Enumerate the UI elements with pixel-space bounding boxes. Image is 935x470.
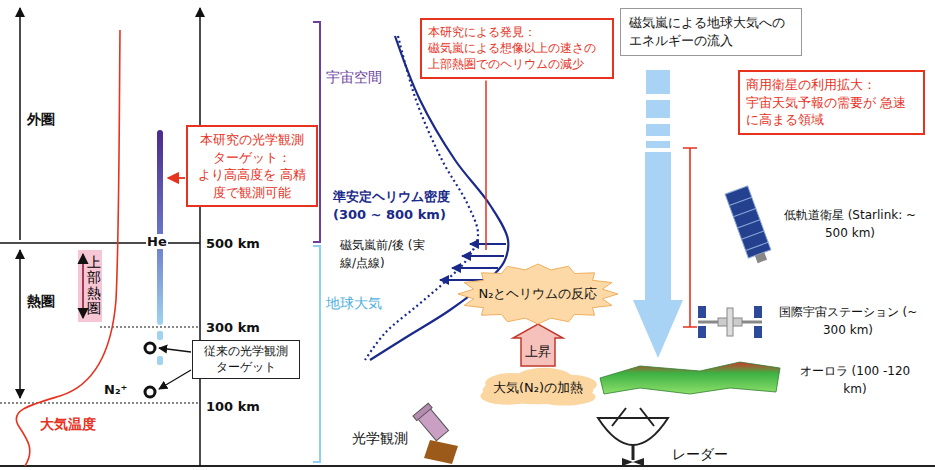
leader-arrow (159, 348, 191, 352)
altitude-line (0, 242, 200, 244)
energy-inflow-arrow-part (646, 100, 670, 118)
radar-icon-part (622, 458, 644, 466)
aurora-band (600, 362, 780, 394)
satellite-icon (725, 186, 774, 266)
telescope-icon (413, 403, 458, 464)
object-label: 国際宇宙ステーション (~ 300 km) (768, 303, 928, 339)
finding-leader (485, 81, 487, 250)
node-text: 磁気嵐による地球大気への エネルギーの流入 (629, 14, 793, 50)
energy-inflow-arrow-part (646, 124, 670, 136)
curve-legend-note: 磁気嵐前/後 (実線/点線) (340, 236, 432, 272)
temperature-label: 大気温度 (40, 416, 96, 434)
radar-icon-part (612, 408, 626, 426)
node-text: 宇宙天気予報の需要が 急速に高まる領域 (746, 94, 917, 129)
satellite-icon-part (755, 252, 767, 263)
helium-bar (157, 356, 163, 365)
altitude-label: 500 km (206, 236, 260, 251)
iss-icon (698, 306, 762, 338)
node-text: 大気(N₂)の加熱 (493, 379, 583, 397)
research-target-box: 本研究の光学観測 ターゲット：より高高度を 高精度で観測可能 (186, 125, 318, 207)
radar-icon-part (632, 444, 635, 460)
iss-icon-part (727, 308, 733, 336)
decrease-arrow (470, 243, 506, 245)
energy-inflow-arrow-part (646, 141, 670, 148)
iss-icon-part (698, 326, 706, 338)
curve-title: 準安定ヘリウム密度 (300 ~ 800 km) (333, 188, 465, 223)
node-text: 従来の光学観測 ターゲット (197, 344, 295, 375)
node-text: 商用衛星の利用拡大： (746, 76, 917, 94)
radar-icon-part (640, 408, 654, 426)
radar-icon (598, 408, 668, 466)
target-marker (145, 343, 155, 353)
region-bracket-label: 地球大気 (326, 296, 340, 311)
demand-bracket (683, 148, 697, 327)
ground-line (0, 465, 935, 467)
object-label: オーロラ (100 -120 km) (790, 362, 920, 398)
species-label: N₂⁺ (104, 382, 127, 397)
instrument-label: レーダー (672, 446, 728, 464)
temperature-curve (16, 30, 120, 466)
leader-arrow (168, 177, 185, 179)
radar-icon-part (598, 418, 668, 445)
altitude-axis (199, 8, 201, 466)
helium-bar (157, 130, 163, 325)
node-text: 本研究による発見： (428, 24, 606, 40)
iss-icon-part (698, 306, 706, 318)
node-text: 上部熱圏 (87, 255, 101, 317)
altitude-line (0, 402, 200, 403)
altitude-label: 100 km (206, 399, 260, 414)
satellite-icon-part (725, 186, 771, 258)
region-bracket-label: 宇宙空間 (326, 70, 340, 85)
decrease-arrow (452, 267, 498, 269)
finding-box: 本研究による発見：磁気嵐による想像以上の速さの 上部熱圏でのヘリウムの減少 (420, 18, 614, 79)
iss-icon-part (754, 326, 762, 338)
satellite-icon-part (742, 231, 765, 239)
telescope-icon-part-part (413, 403, 432, 420)
satellite-icon-part (737, 220, 760, 228)
conventional-target-box: 従来の光学観測 ターゲット (192, 340, 300, 379)
node-text: より高高度を 高精度で観測可能 (194, 166, 310, 201)
reaction-burst: N₂とヘリウムの反応 (458, 264, 618, 324)
thermosphere-arrow (19, 250, 21, 398)
energy-inflow-arrow (633, 70, 683, 358)
species-label: He (146, 234, 168, 249)
burst-outline (458, 264, 618, 324)
target-marker (145, 387, 155, 397)
space-weather-box: 商用衛星の利用拡大：宇宙天気予報の需要が 急速に高まる領域 (738, 70, 925, 135)
energy-inflow-arrow-part (645, 152, 671, 300)
energy-inflow-arrow-part (646, 70, 670, 94)
node-text: N₂とヘリウムの反応 (479, 285, 598, 303)
edge-label: 上昇 (524, 343, 552, 361)
iss-icon-part (754, 306, 762, 318)
instrument-label: 光学観測 (352, 430, 408, 448)
leader-arrow (159, 370, 191, 389)
region-label: 熱圏 (27, 294, 41, 309)
helium-bar (157, 331, 163, 340)
satellite-icon-part (746, 242, 769, 250)
object-label: 低軌道衛星 (Starlink: ~ 500 km) (775, 206, 925, 242)
altitude-label: 300 km (206, 320, 260, 335)
atmosphere-bracket (313, 246, 320, 462)
heating-cloud: 大気(N₂)の加熱 (478, 366, 598, 410)
band-arrow-line (82, 254, 84, 318)
energy-inflow-arrow-part (633, 300, 683, 358)
satellite-icon-part (733, 208, 756, 216)
node-text: 磁気嵐による想像以上の速さの 上部熱圏でのヘリウムの減少 (428, 40, 606, 72)
rise-arrow (513, 324, 563, 366)
satellite-icon-part (729, 197, 752, 205)
telescope-icon-part (413, 403, 450, 442)
exosphere-arrow (19, 8, 21, 240)
region-label: 外圏 (27, 112, 41, 127)
node-text: 本研究の光学観測 ターゲット： (194, 131, 310, 166)
telescope-icon-part (424, 440, 458, 464)
upper-thermosphere-band: 上部熱圏 (78, 250, 102, 322)
decrease-arrow (462, 255, 504, 257)
energy-inflow-box: 磁気嵐による地球大気への エネルギーの流入 (620, 8, 802, 56)
altitude-line (100, 326, 200, 327)
